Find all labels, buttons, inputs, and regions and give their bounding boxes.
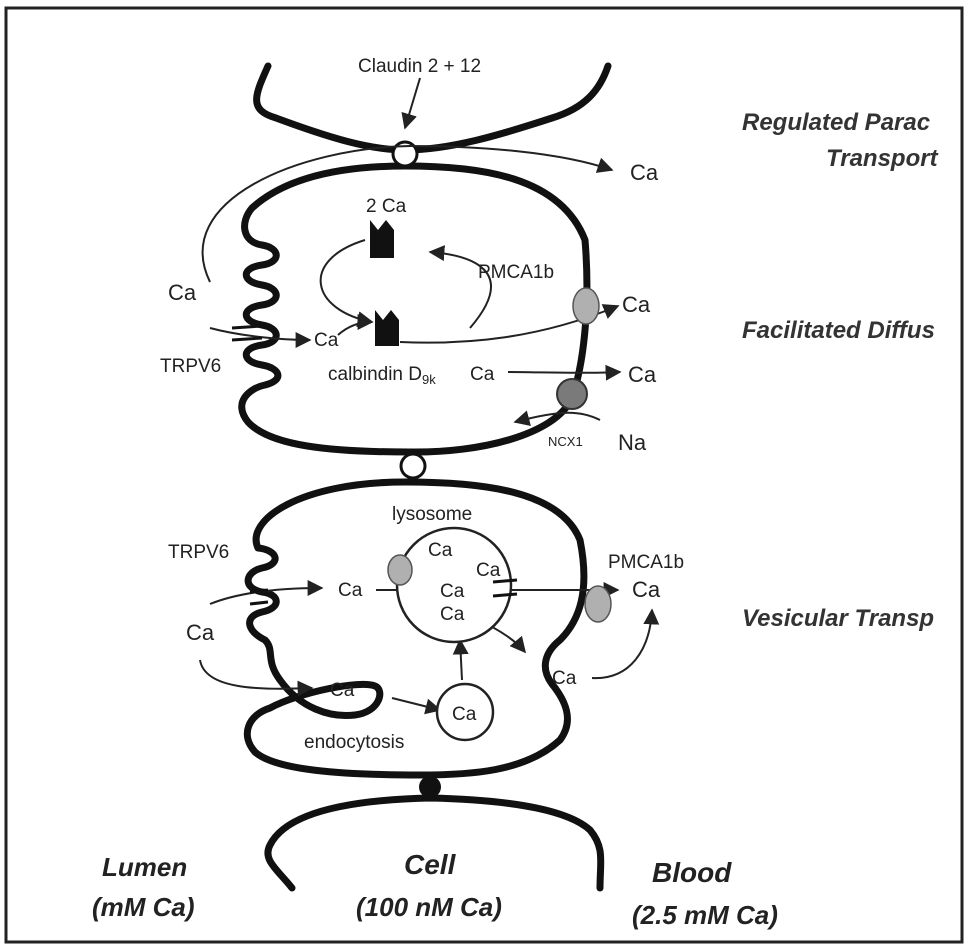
desmosome-bottom xyxy=(419,776,441,798)
vesicle-to-lysosome-arrow xyxy=(452,638,469,681)
claudin-label: Claudin 2 + 12 xyxy=(358,56,481,77)
calbindin-loop-left xyxy=(319,239,374,328)
trpv6-channel-upper xyxy=(231,324,263,342)
side-label-vesicular: Vesicular Transp xyxy=(742,605,934,632)
ca-ncx-in-label: Ca xyxy=(470,364,495,385)
side-label-facilitated: Facilitated Diffus xyxy=(742,317,935,344)
pmca-lower-label: PMCA1b xyxy=(608,552,684,573)
ca-lys-right-label: Ca xyxy=(476,560,501,581)
upper-cell-membrane xyxy=(238,162,591,456)
footer-cell-sub: (100 nM Ca) xyxy=(356,892,502,922)
ncx-label: NCX1 xyxy=(548,434,583,449)
footer-blood: Blood xyxy=(652,857,732,888)
ncx-exchanger xyxy=(556,378,588,410)
lysosome-label: lysosome xyxy=(392,504,472,525)
ncx-ca-arrow xyxy=(507,364,622,381)
calbindin-loop-right xyxy=(428,245,492,329)
lysosome-channel xyxy=(492,578,518,598)
ca-lumen-upper-label: Ca xyxy=(168,280,197,305)
footer-lumen-sub: (mM Ca) xyxy=(92,892,195,922)
ca-paracellular-label: Ca xyxy=(630,160,659,185)
endocytosis-label: endocytosis xyxy=(304,732,404,753)
calbindin-protein-top xyxy=(370,220,394,258)
lysosome-pump xyxy=(387,554,413,586)
ca-out-lower-label: Ca xyxy=(632,577,661,602)
pmca-pump-upper xyxy=(572,287,600,325)
footer-cell: Cell xyxy=(404,849,457,880)
side-label-paracellular-2: Transport xyxy=(826,145,939,172)
two-ca-label: 2 Ca xyxy=(366,196,407,217)
top-cell-membrane xyxy=(253,62,612,154)
trpv6-channel-lower xyxy=(249,588,269,606)
ca-vesicle-label: Ca xyxy=(452,704,477,725)
lumen-to-pit-arrow xyxy=(199,659,314,697)
pmca-pump-lower xyxy=(584,585,612,623)
ca-ncx-out-label: Ca xyxy=(628,362,657,387)
ca-inside-upper-label: Ca xyxy=(314,330,339,351)
calbindin-label: calbindin D9k xyxy=(328,364,436,387)
ca-endo-pit-label: Ca xyxy=(330,680,355,701)
ca-lys-top-label: Ca xyxy=(428,540,453,561)
ca-pmca-out-label: Ca xyxy=(622,292,651,317)
endocytic-vesicle xyxy=(435,682,495,742)
na-label: Na xyxy=(618,430,647,455)
footer-lumen: Lumen xyxy=(102,852,187,882)
pit-to-vesicle-arrow xyxy=(391,697,442,715)
ca-entry-label: Ca xyxy=(338,580,363,601)
claudin-arrow xyxy=(401,77,421,130)
ca-lys-bottom-label: Ca xyxy=(440,604,465,625)
ca-lumen-lower-label: Ca xyxy=(186,620,215,645)
paracellular-arrow xyxy=(201,144,614,283)
trpv6-upper-label: TRPV6 xyxy=(160,356,221,377)
calbindin-short xyxy=(337,314,374,336)
ncx-na-arrow xyxy=(513,410,601,427)
tight-junction-middle xyxy=(399,452,427,480)
figure-border xyxy=(4,6,964,944)
ca-lys-mid-label: Ca xyxy=(440,581,465,602)
tight-junction-top xyxy=(391,140,419,168)
footer-blood-sub: (2.5 mM Ca) xyxy=(632,900,778,930)
exocytosis-arrow xyxy=(591,608,660,680)
pmca-upper-label: PMCA1b xyxy=(478,262,554,283)
trpv6-lower-label: TRPV6 xyxy=(168,542,229,563)
ca-exo-label: Ca xyxy=(552,668,577,689)
side-label-paracellular-1: Regulated Parac xyxy=(742,109,930,136)
calbindin-protein-bottom xyxy=(375,310,399,346)
